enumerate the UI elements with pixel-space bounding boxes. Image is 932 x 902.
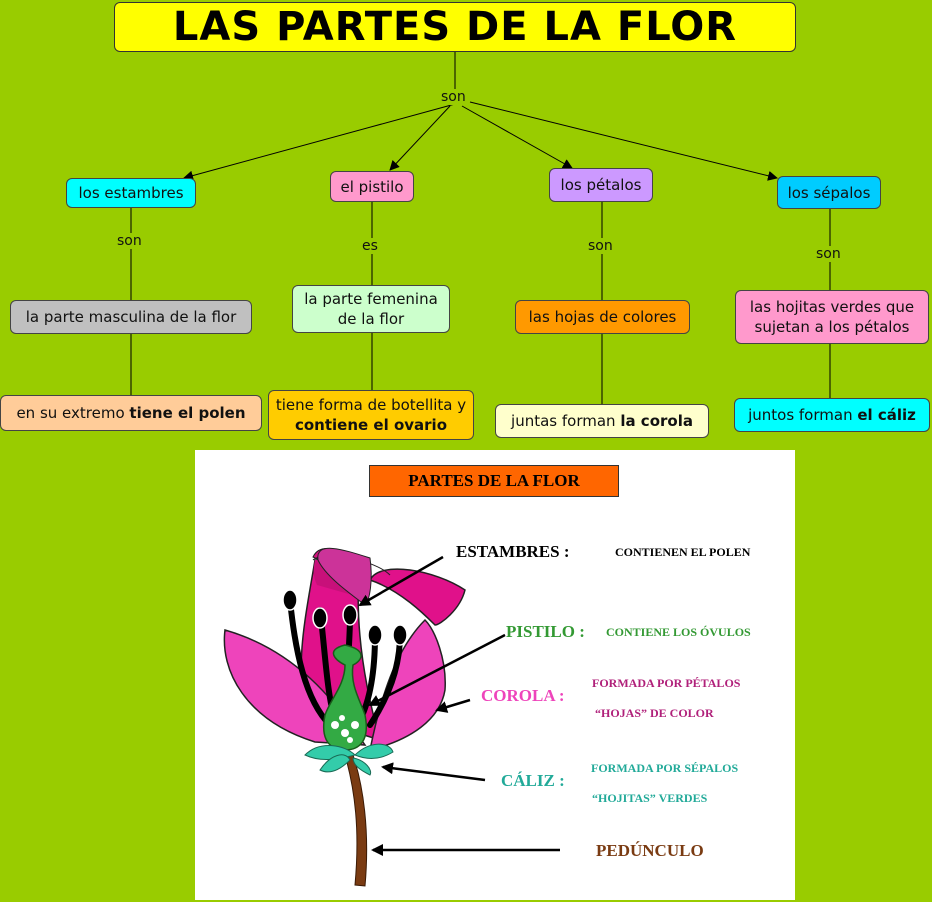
caliz-bold-text: el cáliz (857, 406, 916, 424)
node-parte-femenina: la parte femenina de la flor (292, 285, 450, 333)
node-el-caliz: juntos forman el cáliz (734, 398, 930, 432)
flower-drawing (223, 547, 560, 887)
node-tiene-polen: en su extremo tiene el polen (0, 395, 262, 431)
illustration-heading: PARTES DE LA FLOR (369, 465, 619, 497)
ovario-bold-text: contiene el ovario (294, 416, 448, 434)
desc-caliz-1: FORMADA POR SÉPALOS (591, 761, 739, 775)
node-sepalos: los sépalos (777, 176, 881, 209)
node-pistilo: el pistilo (330, 171, 414, 202)
link-petalos: son (586, 238, 615, 254)
polen-plain-text: en su extremo (16, 404, 130, 422)
link-estambres: son (115, 233, 144, 249)
node-la-corola: juntas forman la corola (495, 404, 709, 438)
stem-shape (344, 754, 368, 887)
ovario-plain-text: tiene forma de botellita y (275, 396, 467, 414)
root-link-label: son (439, 89, 468, 105)
link-pistilo: es (360, 238, 380, 254)
node-parte-masculina: la parte masculina de la flor (10, 300, 252, 334)
node-contiene-ovario: tiene forma de botellita y contiene el o… (268, 390, 474, 440)
polen-bold-text: tiene el polen (129, 404, 246, 422)
node-estambres: los estambres (66, 178, 196, 208)
desc-corola-2: “HOJAS” DE COLOR (595, 706, 714, 720)
link-sepalos: son (814, 246, 843, 262)
node-hojas-colores: las hojas de colores (515, 300, 690, 334)
caliz-plain-text: juntos forman (748, 406, 858, 424)
label-corola: COROLA : (481, 686, 565, 705)
desc-estambres: CONTIENEN EL POLEN (615, 545, 751, 559)
page-title: LAS PARTES DE LA FLOR (114, 2, 796, 52)
label-peduncul: PEDÚNCULO (596, 841, 704, 860)
corola-plain-text: juntas forman (511, 412, 621, 430)
connector-lines (130, 52, 831, 404)
label-pistilo: PISTILO : (506, 622, 585, 641)
label-estambres: ESTAMBRES : (456, 542, 570, 561)
corola-bold-text: la corola (620, 412, 693, 430)
label-caliz: CÁLIZ : (501, 771, 565, 790)
desc-corola-1: FORMADA POR PÉTALOS (592, 676, 741, 690)
desc-caliz-2: “HOJITAS” VERDES (592, 791, 708, 805)
desc-pistilo: CONTIENE LOS ÓVULOS (606, 625, 751, 639)
node-hojitas-verdes: las hojitas verdes que sujetan a los pét… (735, 290, 929, 344)
flower-illustration: PARTES DE LA FLOR (195, 450, 795, 900)
node-petalos: los pétalos (549, 168, 653, 202)
